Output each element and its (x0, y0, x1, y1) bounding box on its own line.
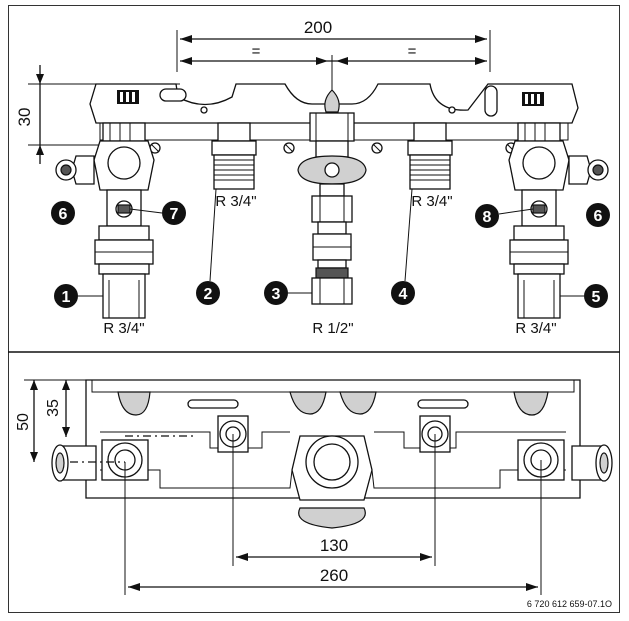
callout-7: 7 (162, 201, 186, 225)
thread-label-2: R 3/4" (215, 193, 256, 210)
dim-equal-left-label: = (252, 43, 261, 60)
svg-text:8: 8 (483, 209, 492, 226)
bottom-side-valve-left (51, 444, 97, 482)
thread-label-4: R 3/4" (411, 193, 452, 210)
valve-assembly-left (55, 122, 155, 319)
dim-50: 50 (15, 379, 96, 462)
drawing-frame (8, 5, 620, 613)
top-view: 200 = = 30 (15, 18, 610, 337)
bottom-side-valve-right (571, 444, 613, 482)
svg-text:4: 4 (399, 286, 408, 303)
svg-text:2: 2 (204, 286, 213, 303)
svg-text:5: 5 (592, 289, 601, 306)
callout-6-right: 6 (586, 203, 610, 227)
bottom-connection-3 (291, 435, 373, 529)
valve-assembly-right (508, 122, 609, 319)
dim-30-label: 30 (15, 108, 34, 127)
callout-2: 2 (196, 281, 220, 305)
callout-5: 5 (584, 284, 608, 308)
svg-text:1: 1 (62, 289, 71, 306)
callout-1: 1 (54, 284, 78, 308)
dim-35: 35 (45, 380, 70, 437)
callout-4: 4 (391, 281, 415, 305)
dim-260: 260 (128, 566, 538, 591)
thread-label-3: R 1/2" (312, 320, 353, 337)
dim-50-label: 50 (15, 413, 32, 431)
figure-id: 6 720 612 659-07.1O (527, 599, 612, 609)
dim-130: 130 (236, 536, 432, 561)
svg-text:7: 7 (170, 206, 179, 223)
dim-200: 200 (176, 18, 491, 72)
thread-label-1: R 3/4" (103, 320, 144, 337)
connection-4 (407, 122, 453, 190)
dim-equal-right-label: = (408, 43, 417, 60)
svg-text:6: 6 (594, 208, 603, 225)
dim-35-label: 35 (45, 399, 62, 417)
connection-3 (297, 112, 367, 305)
dim-130-label: 130 (320, 536, 348, 555)
callout-3: 3 (264, 281, 288, 305)
callout-8: 8 (475, 204, 499, 228)
thread-label-5: R 3/4" (515, 320, 556, 337)
connection-2 (211, 122, 257, 190)
dim-260-label: 260 (320, 566, 348, 585)
svg-text:6: 6 (59, 206, 68, 223)
bottom-view: 50 35 (15, 379, 613, 609)
svg-text:3: 3 (272, 286, 281, 303)
dim-200-label: 200 (304, 18, 332, 37)
callout-6-left: 6 (51, 201, 75, 225)
